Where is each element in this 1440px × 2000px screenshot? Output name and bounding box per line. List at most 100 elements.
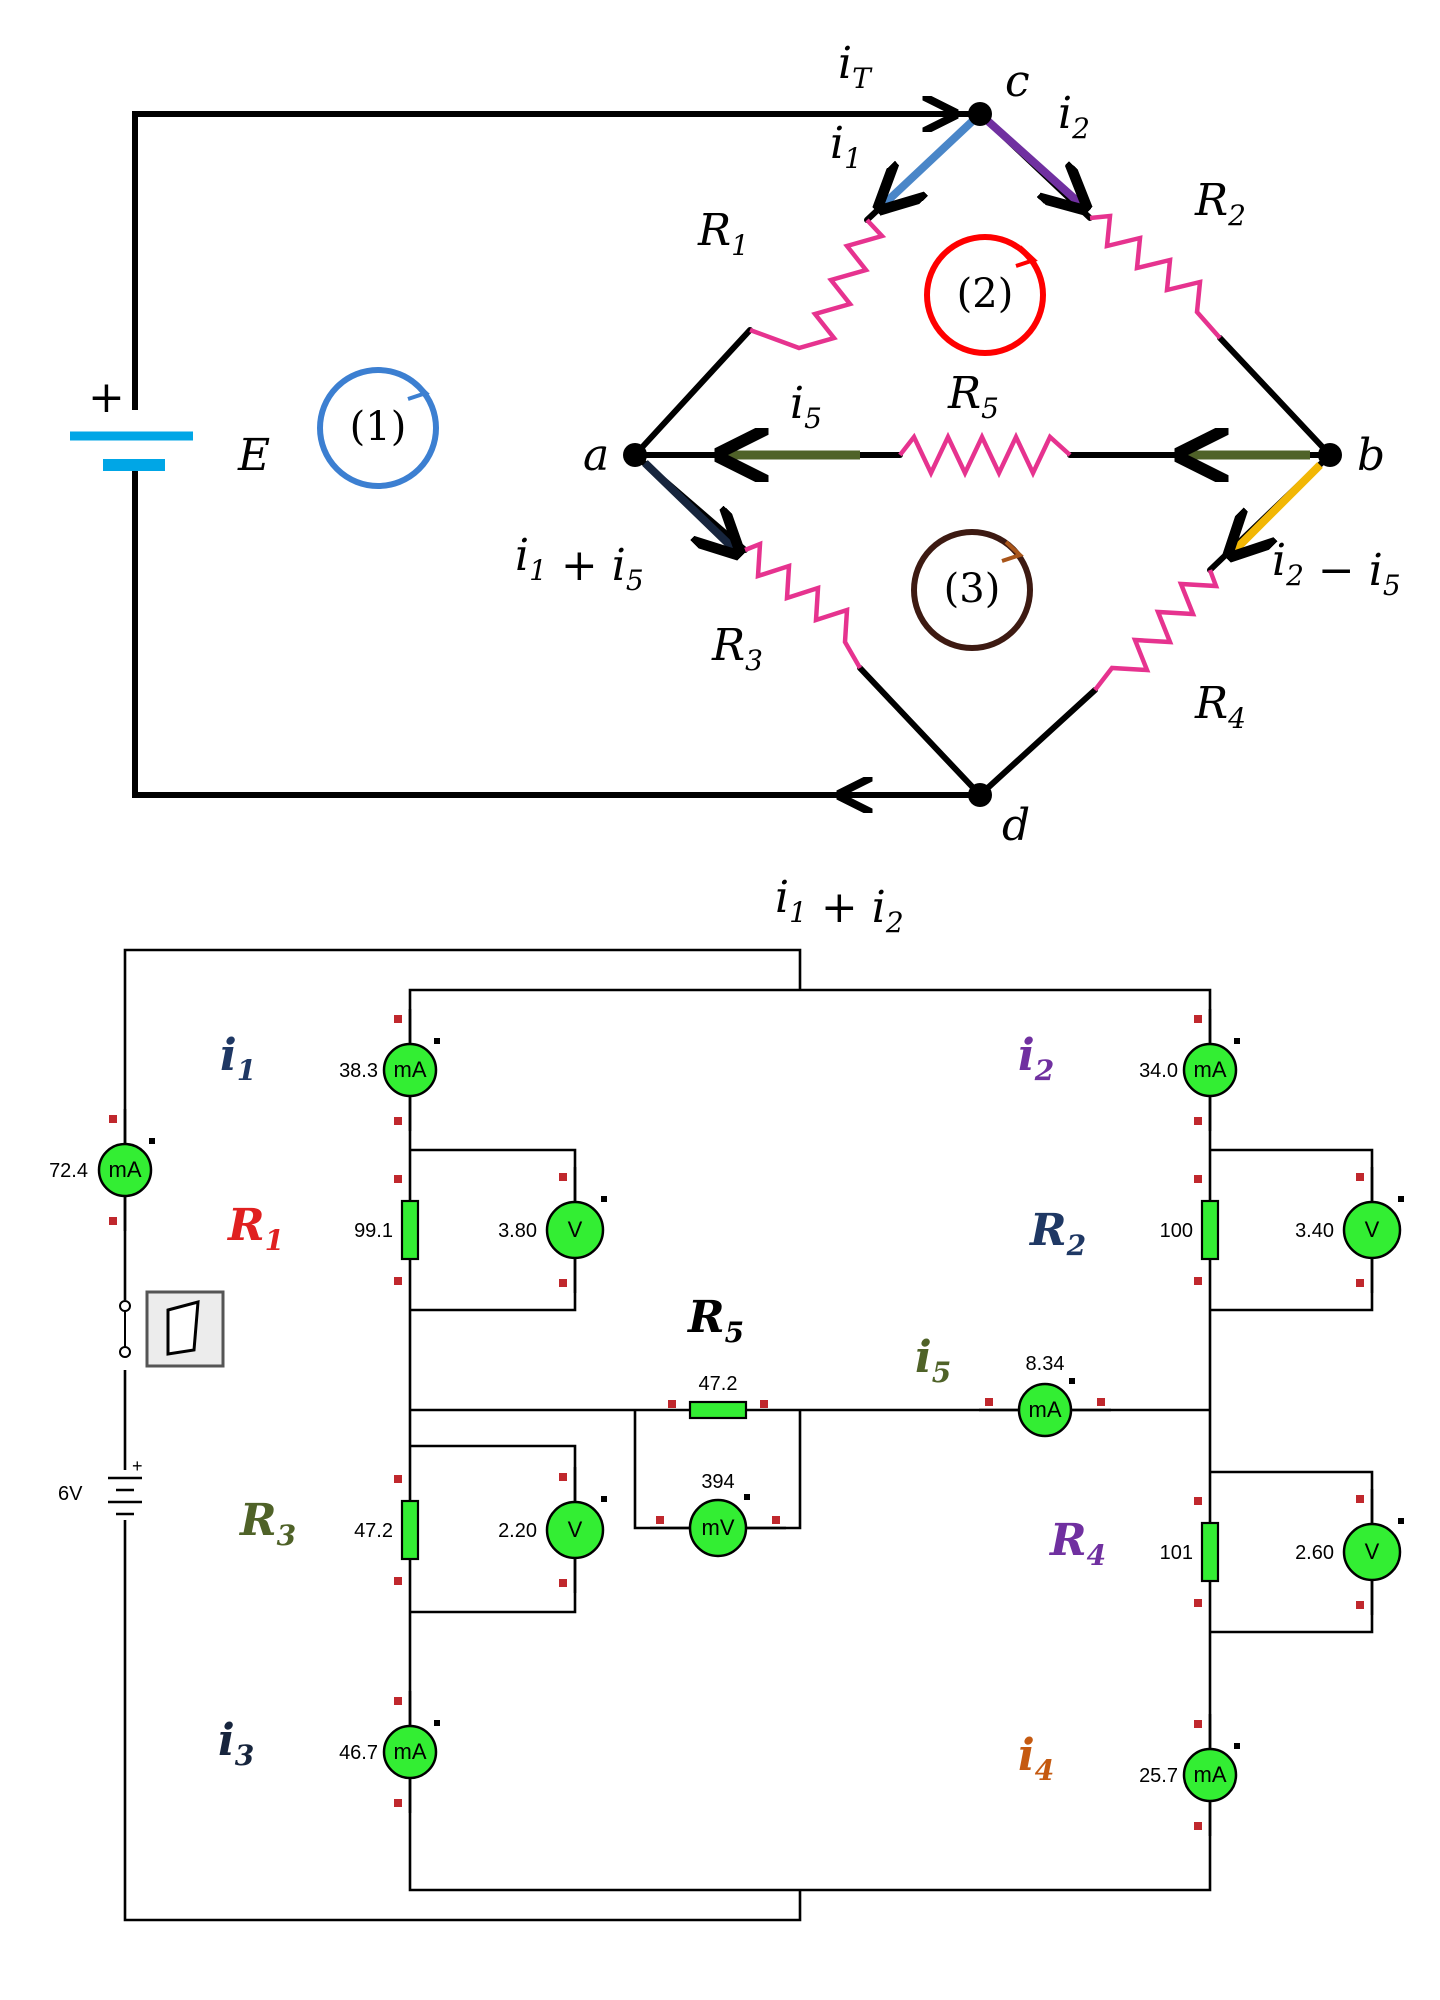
svg-text:+: + xyxy=(132,1456,143,1476)
battery-symbol xyxy=(70,410,193,471)
loop-1: (1) xyxy=(317,367,439,489)
meter-unit-total: mA xyxy=(109,1157,142,1182)
loop-2: (2) xyxy=(924,234,1046,356)
node-c-label: c xyxy=(1005,56,1030,107)
sim-battery: + xyxy=(108,1456,143,1520)
meter-value-i2: 34.0 xyxy=(1139,1060,1178,1082)
loop-1-label: (1) xyxy=(350,404,407,450)
node-c xyxy=(968,102,992,126)
sim-resistor-r4: 101 xyxy=(1160,1497,1220,1607)
meter-face-i4 xyxy=(1182,1747,1238,1803)
meter-v1: V 3.80 xyxy=(498,1167,607,1293)
meter-v2: V 3.40 xyxy=(1295,1167,1404,1293)
meter-value-v4: 2.60 xyxy=(1295,1542,1334,1564)
meter-value-total: 72.4 xyxy=(49,1160,88,1182)
loop-2-label: (2) xyxy=(957,271,1014,317)
meter-i1: mA 38.3 xyxy=(339,1009,440,1131)
arrow-i1-plus-i5 xyxy=(642,460,738,553)
sim-resistor-r3: 47.2 xyxy=(354,1475,420,1585)
label-it: iT xyxy=(838,38,873,95)
meter-face-total xyxy=(97,1142,153,1198)
meter-value-v3: 2.20 xyxy=(498,1520,537,1542)
label-r5: R5 xyxy=(947,368,999,425)
sim-label-i5: i5 xyxy=(915,1332,951,1389)
meter-value-v5: 394 xyxy=(701,1471,734,1493)
meter-unit-i4: mA xyxy=(1194,1762,1227,1787)
meter-unit-v2: V xyxy=(1365,1217,1380,1242)
sim-label-r1: R1 xyxy=(226,1200,284,1257)
meter-v4: V 2.60 xyxy=(1295,1489,1404,1615)
sim-resistor-value-r5: 47.2 xyxy=(699,1373,738,1395)
resistor-r3 xyxy=(744,540,862,670)
label-i1: i1 xyxy=(830,118,862,175)
label-i1-plus-i5: i1 + i5 xyxy=(515,530,644,597)
sim-label-i2: i2 xyxy=(1018,1030,1054,1087)
node-a xyxy=(623,443,647,467)
arrow-i2 xyxy=(977,111,1085,208)
meter-unit-i5: mA xyxy=(1029,1397,1062,1422)
arrow-i1 xyxy=(880,111,983,208)
sim-resistor-value-r2: 100 xyxy=(1160,1220,1193,1242)
meter-i5: mA 8.34 xyxy=(979,1353,1111,1438)
sim-resistor-value-r1: 99.1 xyxy=(354,1220,393,1242)
sim-resistor-r1: 99.1 xyxy=(354,1175,420,1285)
meter-face-i3 xyxy=(382,1724,438,1780)
battery-plus-sign: + xyxy=(88,372,125,423)
arrow-i2-minus-i5 xyxy=(1230,462,1323,555)
meter-unit-v4: V xyxy=(1365,1539,1380,1564)
node-b-label: b xyxy=(1357,430,1385,481)
meter-unit-i1: mA xyxy=(394,1057,427,1082)
label-i1-plus-i2: i1 + i2 xyxy=(775,872,904,939)
sim-resistor-value-r3: 47.2 xyxy=(354,1520,393,1542)
node-a-label: a xyxy=(583,430,609,481)
sim-label-r4: R4 xyxy=(1048,1515,1106,1572)
meter-unit-v1: V xyxy=(568,1217,583,1242)
sim-label-i3: i3 xyxy=(218,1715,254,1772)
node-b xyxy=(1318,443,1342,467)
label-r2: R2 xyxy=(1194,175,1246,232)
label-i5: i5 xyxy=(790,378,822,435)
sim-label-i1: i1 xyxy=(220,1030,256,1087)
source-label: E xyxy=(237,430,270,481)
resistor-r2 xyxy=(1089,213,1222,340)
meter-value-i1: 38.3 xyxy=(339,1060,378,1082)
meter-value-v1: 3.80 xyxy=(498,1220,537,1242)
meter-face-v5 xyxy=(688,1498,748,1558)
meter-unit-i2: mA xyxy=(1194,1057,1227,1082)
label-r3: R3 xyxy=(711,620,763,677)
meter-i2: mA 34.0 xyxy=(1139,1009,1240,1131)
meter-face-v2 xyxy=(1342,1200,1402,1260)
meter-unit-v5: mV xyxy=(702,1515,735,1540)
resistor-r5 xyxy=(898,431,1072,479)
resistor-r1 xyxy=(749,218,887,351)
wheatstone-bridge-diagram: + E xyxy=(70,38,1401,939)
meter-face-v4 xyxy=(1342,1522,1402,1582)
meter-value-i5: 8.34 xyxy=(1026,1353,1065,1375)
switch[interactable] xyxy=(119,1290,225,1370)
meter-face-i2 xyxy=(1182,1042,1238,1098)
battery-voltage-label: 6V xyxy=(58,1483,83,1505)
label-i2-minus-i5: i2 − i5 xyxy=(1272,535,1401,602)
resistor-r4 xyxy=(1093,569,1220,692)
meter-face-i1 xyxy=(382,1042,438,1098)
meter-face-i5 xyxy=(1017,1382,1073,1438)
sim-resistor-value-r4: 101 xyxy=(1160,1542,1193,1564)
switch-icon xyxy=(166,1300,200,1356)
meter-unit-v3: V xyxy=(568,1517,583,1542)
loop-3-label: (3) xyxy=(944,566,1001,612)
meter-value-v2: 3.40 xyxy=(1295,1220,1334,1242)
meter-v5: mV 394 xyxy=(650,1471,786,1558)
label-r4: R4 xyxy=(1194,678,1246,735)
meter-v3: V 2.20 xyxy=(498,1467,607,1593)
sim-resistor-r5: 47.2 xyxy=(668,1373,768,1420)
node-d xyxy=(968,783,992,807)
label-r1: R1 xyxy=(697,205,749,262)
meter-total: mA 72.4 xyxy=(49,1109,155,1231)
meter-unit-i3: mA xyxy=(394,1739,427,1764)
label-i2: i2 xyxy=(1058,88,1090,145)
sim-label-r2: R2 xyxy=(1028,1205,1086,1262)
